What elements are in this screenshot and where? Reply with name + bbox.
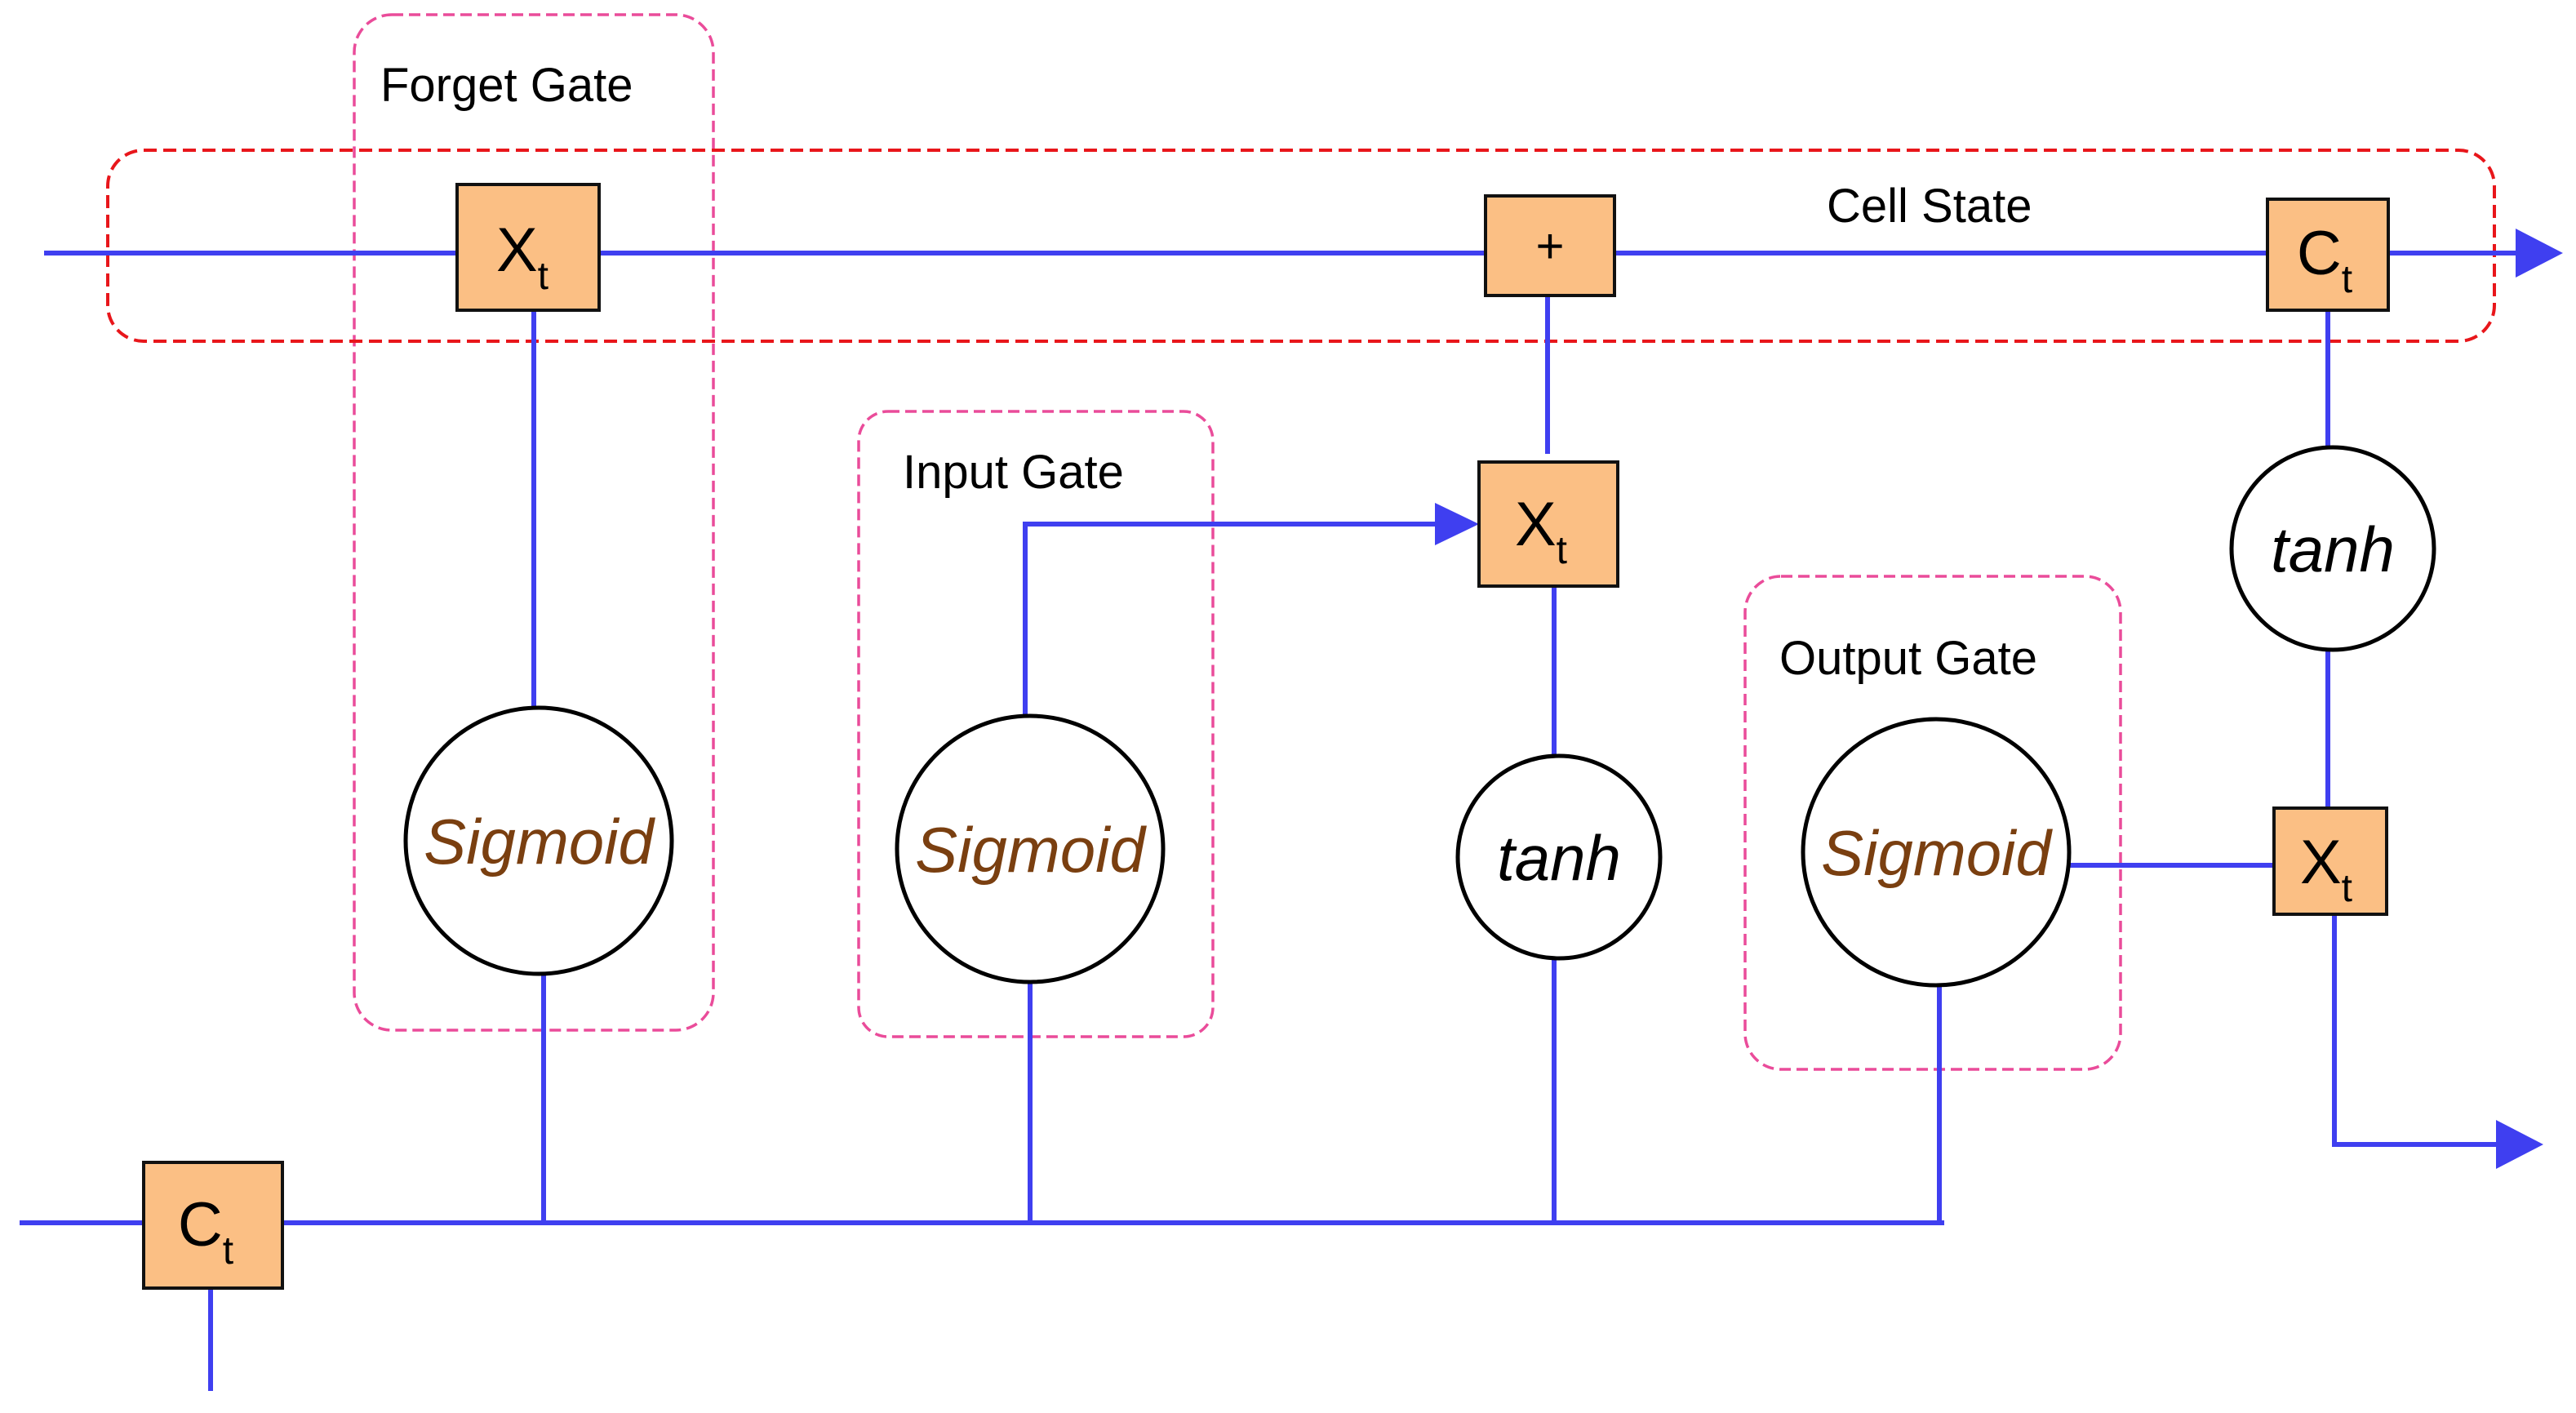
output-multiply-main: X [2300,828,2342,897]
forget-multiply-node: Xt [455,183,601,312]
hidden-output-wire [2332,914,2506,1147]
candidate-tanh-node: tanh [1455,753,1663,961]
output-tanh-node: tanh [2229,445,2436,652]
input-sigmoid-to-multiply-wire [1023,522,1437,717]
plus-node: + [1484,194,1616,297]
input-sigmoid-circle [895,713,1166,984]
output-multiply-label: Xt [2300,828,2352,910]
cell-state-outline [106,149,2496,343]
forget-sigmoid-circle [403,705,674,976]
output-gate-label: Output Gate [1779,632,2037,685]
candidate-tanh-label: tanh [1497,822,1621,894]
forget-multiply-main: X [496,216,538,285]
bottom-cell-main: C [178,1190,223,1260]
output-multiply-box [2272,806,2388,916]
forget-gate-label: Forget Gate [380,59,633,112]
cell-state-output-main: C [2297,219,2342,288]
input-gate-arrowhead [1435,503,1479,545]
forget-multiply-box [455,183,601,312]
plus-box [1484,194,1616,297]
input-multiply-label: Xt [1515,490,1567,572]
input-gate-outline [857,410,1215,1038]
cell-state-output-box [2266,198,2390,312]
output-multiply-node: Xt [2272,806,2388,916]
output-sigmoid-label: Sigmoid [1821,817,2053,889]
cell-state-output-label: Ct [2297,219,2352,301]
cell-state-label: Cell State [1827,180,2032,233]
forget-sigmoid-label: Sigmoid [424,806,655,878]
input-sigmoid-label: Sigmoid [915,814,1147,886]
hidden-output-arrowhead [2496,1120,2543,1169]
candidate-tanh-circle [1455,753,1663,961]
bottom-cell-box [142,1161,284,1290]
input-multiply-main: X [1515,490,1557,559]
bottom-cell-sub: t [223,1229,233,1273]
forget-multiply-sub: t [538,255,549,298]
forget-multiply-label: Xt [496,216,549,298]
wires [20,229,2563,1391]
cell-state-output-arrowhead [2516,229,2563,278]
input-multiply-sub: t [1557,529,1567,572]
cell-state-output-sub: t [2342,258,2352,301]
forget-sigmoid-node: Sigmoid [403,705,674,976]
input-multiply-node: Xt [1477,460,1619,588]
input-gate-label: Input Gate [903,446,1124,499]
output-gate-outline [1743,575,2122,1071]
output-sigmoid-node: Sigmoid [1801,717,2072,988]
cell-state-output-node: Ct [2266,198,2390,312]
forget-gate-outline [353,13,715,1032]
output-sigmoid-circle [1801,717,2072,988]
input-multiply-box [1477,460,1619,588]
output-tanh-label: tanh [2271,513,2395,585]
input-sigmoid-node: Sigmoid [895,713,1166,984]
bottom-cell-node: Ct [142,1161,284,1290]
output-tanh-circle [2229,445,2436,652]
plus-label: + [1535,219,1564,273]
output-multiply-sub: t [2342,867,2352,910]
bottom-cell-label: Ct [178,1190,233,1273]
